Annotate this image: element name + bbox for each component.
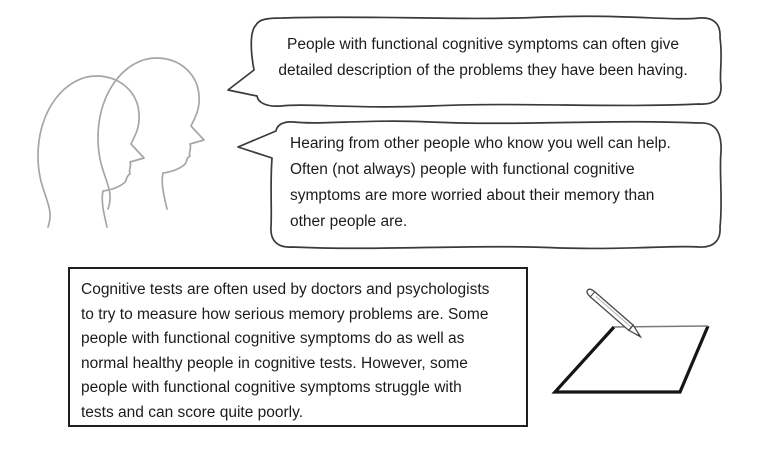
pencil-tip <box>627 324 643 339</box>
pencil-facet-line <box>595 296 631 328</box>
paper-sheet <box>555 326 708 392</box>
head-profile-back <box>37 75 145 228</box>
two-heads-icon <box>37 57 205 228</box>
speech-bubble-1-text: People with functional cognitive symptom… <box>278 36 688 79</box>
head-profile-front <box>97 57 205 210</box>
cognitive-tests-info-box: Cognitive tests are often used by doctor… <box>68 267 528 427</box>
cognitive-tests-info-text: Cognitive tests are often used by doctor… <box>81 281 490 421</box>
pencil-eraser-line <box>589 291 596 298</box>
paper-pencil-icon <box>551 288 710 394</box>
speech-bubble-2-shape <box>237 120 722 250</box>
pencil-icon <box>586 288 643 339</box>
speech-bubble-1-shape <box>227 15 722 108</box>
speech-bubble-2-text: Hearing from other people who know you w… <box>290 135 671 230</box>
pencil-graphite <box>637 333 641 337</box>
paper-thick-edges <box>551 325 710 394</box>
